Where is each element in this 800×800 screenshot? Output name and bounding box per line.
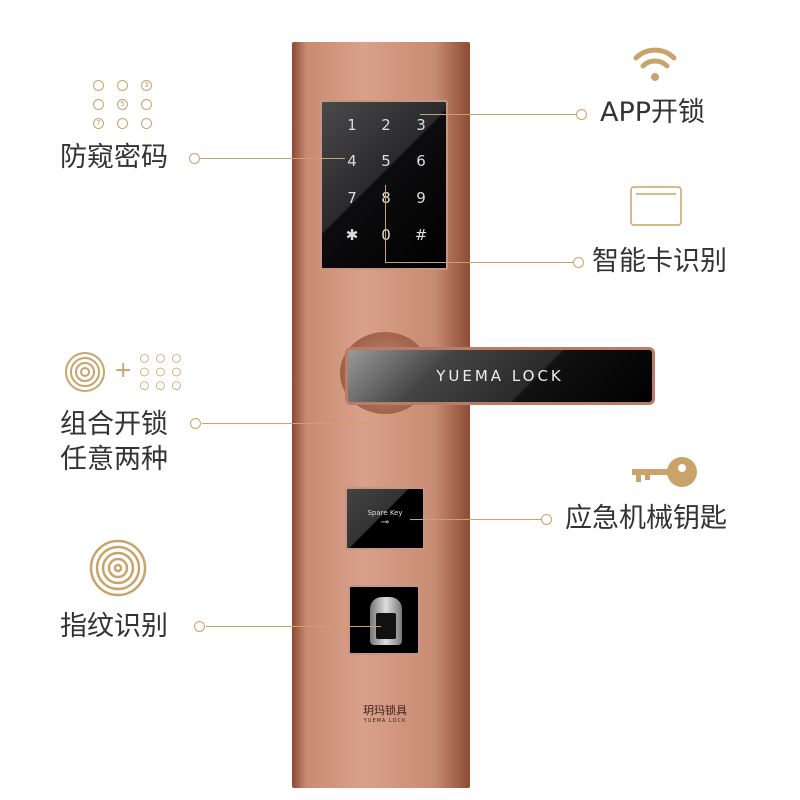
callout-dot-password [189,153,200,164]
fingerprint-small-icon [65,352,105,392]
fingerprint-sensor[interactable] [348,585,420,655]
kd: 7 [93,118,104,129]
label-combo-2: 任意两种 [60,444,168,475]
plus-icon: + [114,358,133,383]
fingerprint-reader [370,597,402,645]
logo-en: YUEMA LOCK [363,718,407,724]
callout-dot-fingerprint [194,621,205,632]
kd: 5 [117,99,128,110]
touch-keypad[interactable]: 1 2 3 4 5 6 7 8 9 ✱ 0 # [320,100,448,270]
key-6[interactable]: 6 [416,152,426,170]
label-fingerprint: 指纹识别 [60,611,168,642]
spare-key-label: Spare Key [367,509,403,517]
key-icon [632,457,697,487]
kd: 3 [141,80,152,91]
door-handle[interactable]: YUEMA LOCK [345,347,655,405]
key-2[interactable]: 2 [381,116,391,134]
label-app-unlock: APP开锁 [600,97,706,128]
callout-dot-card [573,257,584,268]
key-3[interactable]: 3 [416,116,426,134]
label-privacy-password: 防窥密码 [60,142,168,173]
key-hash[interactable]: # [414,226,428,244]
callout-vline-card [385,185,386,262]
logo-cn: 玥玛锁具 [363,704,407,717]
key-icon: ⊸ [380,517,390,528]
callout-line-app [420,114,578,115]
key-9[interactable]: 9 [416,189,426,207]
fingerprint-icon [89,539,147,597]
label-combo-1: 组合开锁 [60,409,168,440]
keypad-small-icon [140,354,181,390]
key-8[interactable]: 8 [371,189,401,207]
key-0[interactable]: 0 [371,226,401,244]
handle-brand: YUEMA LOCK [436,367,564,385]
callout-line-fingerprint [206,626,381,627]
card-icon [630,186,682,226]
callout-dot-app [576,109,587,120]
callout-line-password [200,158,345,159]
callout-line-combo [202,423,367,424]
spare-key-cover[interactable]: Spare Key⊸ [345,487,425,550]
callout-line-card [385,262,575,263]
key-1[interactable]: 1 [347,116,357,134]
wifi-icon [633,47,677,81]
key-star[interactable]: ✱ [345,226,359,244]
key-4[interactable]: 4 [347,152,357,170]
keypad-icon: 3 5 7 [93,80,153,130]
callout-dot-combo [190,418,201,429]
key-7[interactable]: 7 [347,189,357,207]
key-5[interactable]: 5 [381,152,391,170]
label-smart-card: 智能卡识别 [592,246,727,277]
callout-line-key [410,519,543,520]
callout-dot-key [541,514,552,525]
label-mechanical-key: 应急机械钥匙 [565,503,727,534]
